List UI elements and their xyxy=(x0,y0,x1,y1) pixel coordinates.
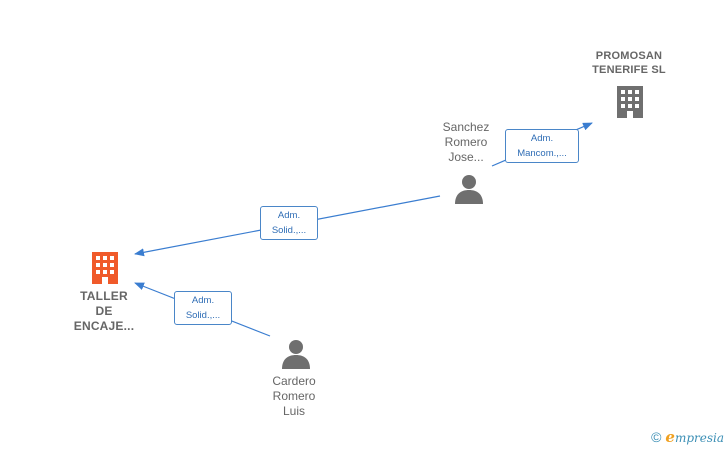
brand-logo: empresia xyxy=(665,428,724,446)
promosan-label-line2: TENERIFE SL xyxy=(592,64,666,76)
sanchez-label-line2: Romero xyxy=(444,135,488,149)
node-label-promosan[interactable]: PROMOSAN TENERIFE SL xyxy=(568,49,690,77)
cardero-label-line3: Luis xyxy=(282,404,305,418)
taller-label-line3: ENCAJE... xyxy=(73,319,135,333)
edge-label-line1: Adm. xyxy=(530,133,554,144)
cardero-label-line2: Romero xyxy=(272,389,316,403)
copyright-icon: © xyxy=(651,429,662,445)
node-label-sanchez[interactable]: Sanchez Romero Jose... xyxy=(418,120,514,165)
edge-label-sanchez-taller[interactable]: Adm. Solid.,... xyxy=(260,206,318,240)
brand-initial: e xyxy=(665,428,675,446)
person-icon[interactable] xyxy=(453,173,485,205)
edge-label-line2: Mancom.,... xyxy=(517,148,567,159)
edge-label-line2: Solid.,... xyxy=(271,225,307,236)
edge-label-sanchez-promosan[interactable]: Adm. Mancom.,... xyxy=(505,129,579,163)
node-label-taller[interactable]: TALLER DE ENCAJE... xyxy=(54,289,154,334)
edge-label-line1: Adm. xyxy=(191,295,215,306)
taller-label-line2: DE xyxy=(95,304,113,318)
building-icon[interactable] xyxy=(614,84,646,120)
sanchez-label-line3: Jose... xyxy=(448,150,484,164)
brand-name: mpresia xyxy=(674,431,724,445)
edge-label-line2: Solid.,... xyxy=(185,310,221,321)
node-label-cardero[interactable]: Cardero Romero Luis xyxy=(246,374,342,419)
edge-label-line1: Adm. xyxy=(277,210,301,221)
edge-label-cardero-taller[interactable]: Adm. Solid.,... xyxy=(174,291,232,325)
person-icon[interactable] xyxy=(280,338,312,370)
empresia-watermark: © empresia xyxy=(651,428,724,446)
sanchez-label-line1: Sanchez xyxy=(442,120,490,134)
promosan-label-line1: PROMOSAN xyxy=(595,50,663,62)
taller-label-line1: TALLER xyxy=(80,289,128,303)
cardero-label-line1: Cardero xyxy=(272,374,316,388)
building-icon[interactable] xyxy=(89,250,121,286)
